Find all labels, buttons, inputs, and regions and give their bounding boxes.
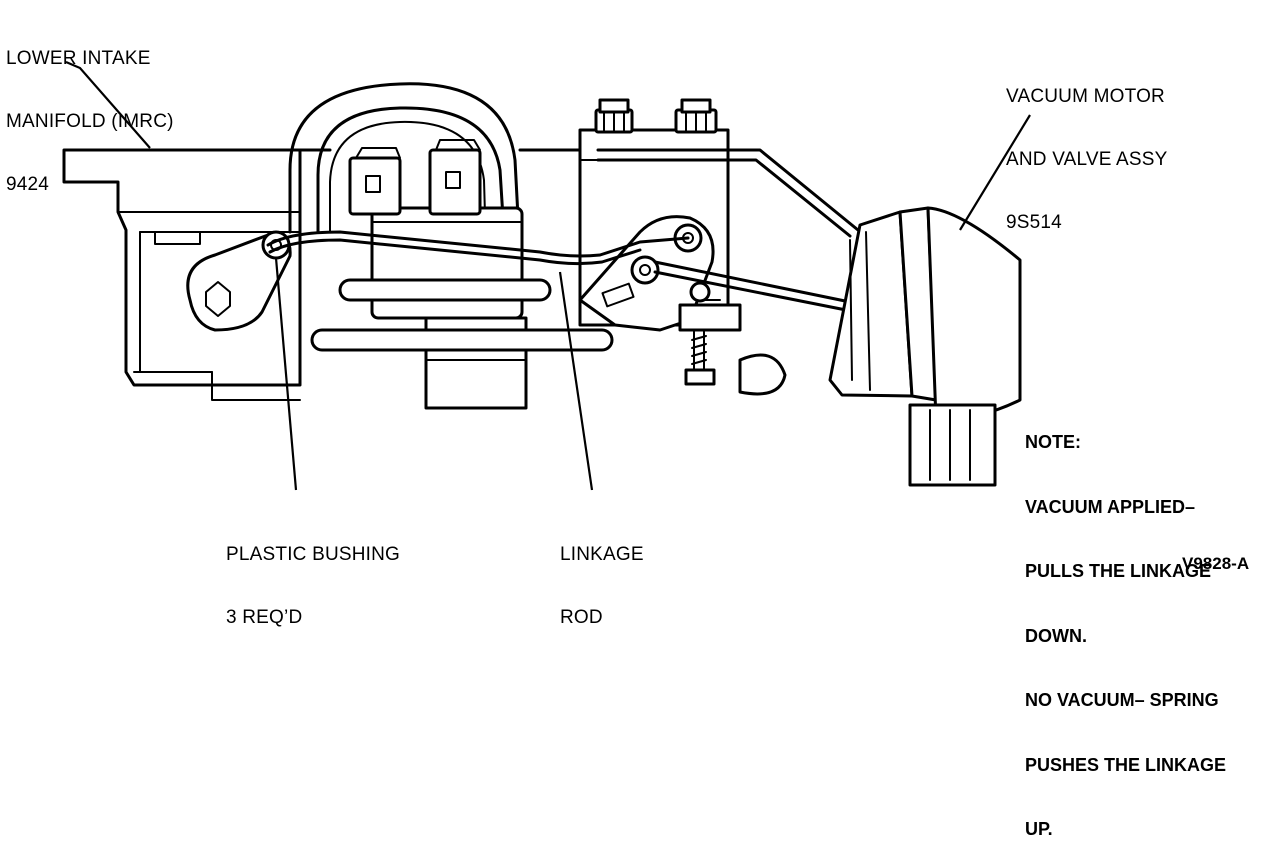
vacuum-motor-label-line-2: AND VALVE ASSY xyxy=(1006,149,1168,170)
note-line: NO VACUUM– SPRING xyxy=(1025,690,1219,710)
imrc-drawing xyxy=(62,60,1031,491)
bushing-label: PLASTIC BUSHING 3 REQ’D xyxy=(226,502,400,649)
diagram-stage: LOWER INTAKE MANIFOLD (IMRC) 9424 VACUUM… xyxy=(6,6,1250,839)
note-line: DOWN. xyxy=(1025,625,1087,646)
note-line: PUSHES THE LINKAGE xyxy=(1025,754,1227,775)
adjusting-screw xyxy=(678,303,787,396)
note-line: PULLS THE LINKAGE xyxy=(1025,561,1212,581)
vacuum-motor xyxy=(828,206,1022,487)
manifold-label-line-3: 9424 xyxy=(6,174,50,195)
vacuum-motor-label-line-1: VACUUM MOTOR xyxy=(1006,86,1165,107)
linkage-rod xyxy=(266,148,860,312)
note-block: NOTE: VACUUM APPLIED– PULLS THE LINKAGE … xyxy=(1025,389,1226,862)
linkage-rod-label: LINKAGE ROD xyxy=(560,502,644,649)
manifold-body xyxy=(62,148,332,401)
linkage-rod-label-line-2: ROD xyxy=(560,607,603,628)
bushing-label-line-2: 3 REQ’D xyxy=(226,607,303,628)
figure-id: V9828-A xyxy=(1182,554,1250,573)
bushing-label-line-1: PLASTIC BUSHING xyxy=(226,544,401,565)
right-lever xyxy=(578,215,715,332)
left-lever xyxy=(186,230,292,332)
linkage-rod-label-line-1: LINKAGE xyxy=(560,544,644,565)
note-line: VACUUM APPLIED– xyxy=(1025,496,1196,517)
manifold-label-line-1: LOWER INTAKE xyxy=(6,48,151,69)
vacuum-motor-label-line-3: 9S514 xyxy=(1006,212,1062,233)
leader-lines xyxy=(65,60,1031,491)
vacuum-motor-label: VACUUM MOTOR AND VALVE ASSY 9S514 xyxy=(1006,44,1168,254)
lower-rails xyxy=(299,278,614,386)
manifold-label-line-2: MANIFOLD (IMRC) xyxy=(6,111,174,132)
note-line: UP. xyxy=(1025,819,1053,839)
manifold-label: LOWER INTAKE MANIFOLD (IMRC) 9424 xyxy=(6,6,174,216)
note-heading: NOTE: xyxy=(1025,432,1081,452)
